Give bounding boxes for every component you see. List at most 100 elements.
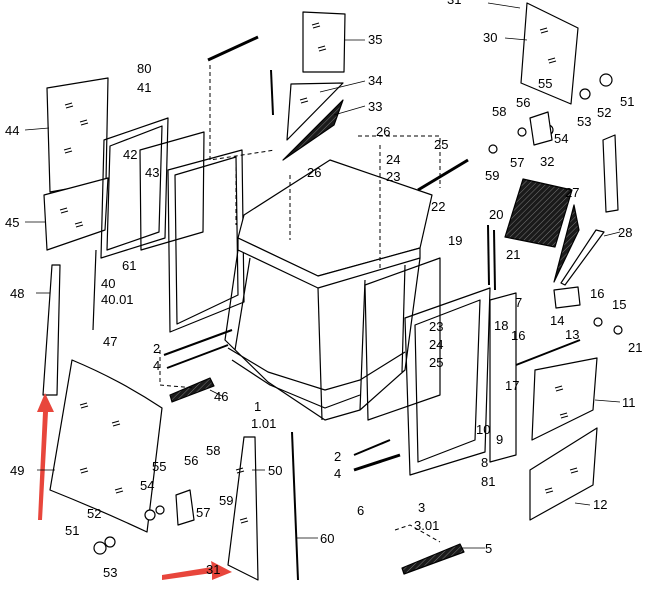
label-7: 7 — [515, 295, 522, 310]
washer-52-top — [599, 73, 613, 87]
cab-pillar-a — [234, 257, 251, 351]
tread-strip-46 — [169, 377, 215, 403]
label-43: 43 — [145, 165, 159, 180]
label-56: 56 — [516, 95, 530, 110]
label-57: 57 — [510, 155, 524, 170]
label-16: 16 — [590, 286, 604, 301]
label-4: 4 — [153, 358, 160, 373]
label-23b: 23 — [429, 319, 443, 334]
rod-4-right — [353, 453, 401, 472]
label-49: 49 — [10, 463, 24, 478]
label-11: 11 — [622, 395, 636, 410]
label-52b: 52 — [87, 506, 101, 521]
label-58b: 58 — [206, 443, 220, 458]
label-50: 50 — [268, 463, 282, 478]
alignment-dashes — [159, 65, 441, 543]
label-17: 17 — [505, 378, 519, 393]
label-44: 44 — [5, 123, 19, 138]
label-12: 12 — [593, 497, 607, 512]
rod-19 — [487, 224, 490, 286]
label-6: 6 — [357, 503, 364, 518]
rod-22 — [417, 158, 469, 192]
label-58: 58 — [492, 104, 506, 119]
label-41: 41 — [137, 80, 151, 95]
glass-panel-11 — [531, 357, 598, 441]
label-51: 51 — [620, 94, 634, 109]
washer-53-top — [579, 88, 591, 100]
door-panel-43 — [139, 131, 205, 251]
bracket-right — [602, 134, 619, 213]
tread-plate-33 — [282, 99, 344, 161]
washer-52-bot — [93, 541, 107, 555]
label-10: 10 — [476, 422, 490, 437]
rod-13 — [515, 339, 581, 366]
red-arrows — [37, 393, 232, 580]
label-34: 34 — [368, 73, 382, 88]
label-51b: 51 — [65, 523, 79, 538]
rod-2-left — [163, 329, 233, 356]
windscreen-49 — [49, 359, 163, 533]
label-8: 8 — [481, 455, 488, 470]
label-26b: 26 — [307, 165, 321, 180]
label-1.01: 1.01 — [251, 416, 276, 431]
label-33: 33 — [368, 99, 382, 114]
label-15: 15 — [612, 297, 626, 312]
leader-lines — [24, 2, 621, 549]
tread-plate-27 — [553, 204, 580, 283]
bracket-56-top — [529, 111, 553, 146]
rod-4-left — [166, 344, 229, 369]
label-31: 31 — [447, 0, 461, 7]
label-3.01: 3.01 — [414, 518, 439, 533]
label-53b: 53 — [103, 565, 117, 580]
label-40.01: 40.01 — [101, 292, 134, 307]
red-arrow-right — [162, 561, 232, 580]
glass-strip-48 — [42, 264, 61, 396]
label-32: 32 — [540, 154, 554, 169]
bracket-57-bot — [175, 489, 195, 526]
cab-pillar-c — [359, 279, 366, 411]
label-54: 54 — [554, 131, 568, 146]
rod-60 — [291, 431, 299, 581]
label-80: 80 — [137, 61, 151, 76]
label-59b: 59 — [219, 493, 233, 508]
label-1: 1 — [254, 399, 261, 414]
tread-plate-32 — [504, 178, 573, 248]
bracket-14 — [553, 286, 581, 309]
glass-strip-28 — [560, 229, 605, 286]
glass-panel-34 — [286, 82, 344, 141]
label-4b: 4 — [334, 466, 341, 481]
frame-2-right — [364, 257, 441, 421]
label-55b: 55 — [152, 459, 166, 474]
washer-54-bot — [144, 509, 156, 521]
cab-body — [224, 249, 421, 421]
label-42: 42 — [123, 147, 137, 162]
label-61: 61 — [122, 258, 136, 273]
label-20: 20 — [489, 207, 503, 222]
label-31b: 31 — [206, 562, 220, 577]
glass-panel-44 — [46, 77, 109, 193]
glass-panel-50 — [227, 436, 259, 581]
label-81: 81 — [481, 474, 495, 489]
label-13: 13 — [565, 327, 579, 342]
rod-20 — [493, 229, 496, 291]
washer-53-bot — [104, 536, 116, 548]
frame-40 — [167, 149, 245, 333]
label-52: 52 — [597, 105, 611, 120]
label-24: 24 — [386, 152, 400, 167]
label-28: 28 — [618, 225, 632, 240]
tread-strip-5 — [401, 543, 465, 575]
label-57b: 57 — [196, 505, 210, 520]
door-frame-41 — [100, 117, 169, 259]
label-45: 45 — [5, 215, 19, 230]
label-19: 19 — [448, 233, 462, 248]
rod-61 — [92, 249, 97, 331]
cab-floor-lower — [231, 359, 361, 409]
label-55: 55 — [538, 76, 552, 91]
label-35: 35 — [368, 32, 382, 47]
label-16b: 16 — [511, 328, 525, 343]
pin-top — [270, 69, 274, 116]
label-26: 26 — [376, 124, 390, 139]
label-24b: 24 — [429, 337, 443, 352]
washer-57-top — [517, 127, 527, 137]
